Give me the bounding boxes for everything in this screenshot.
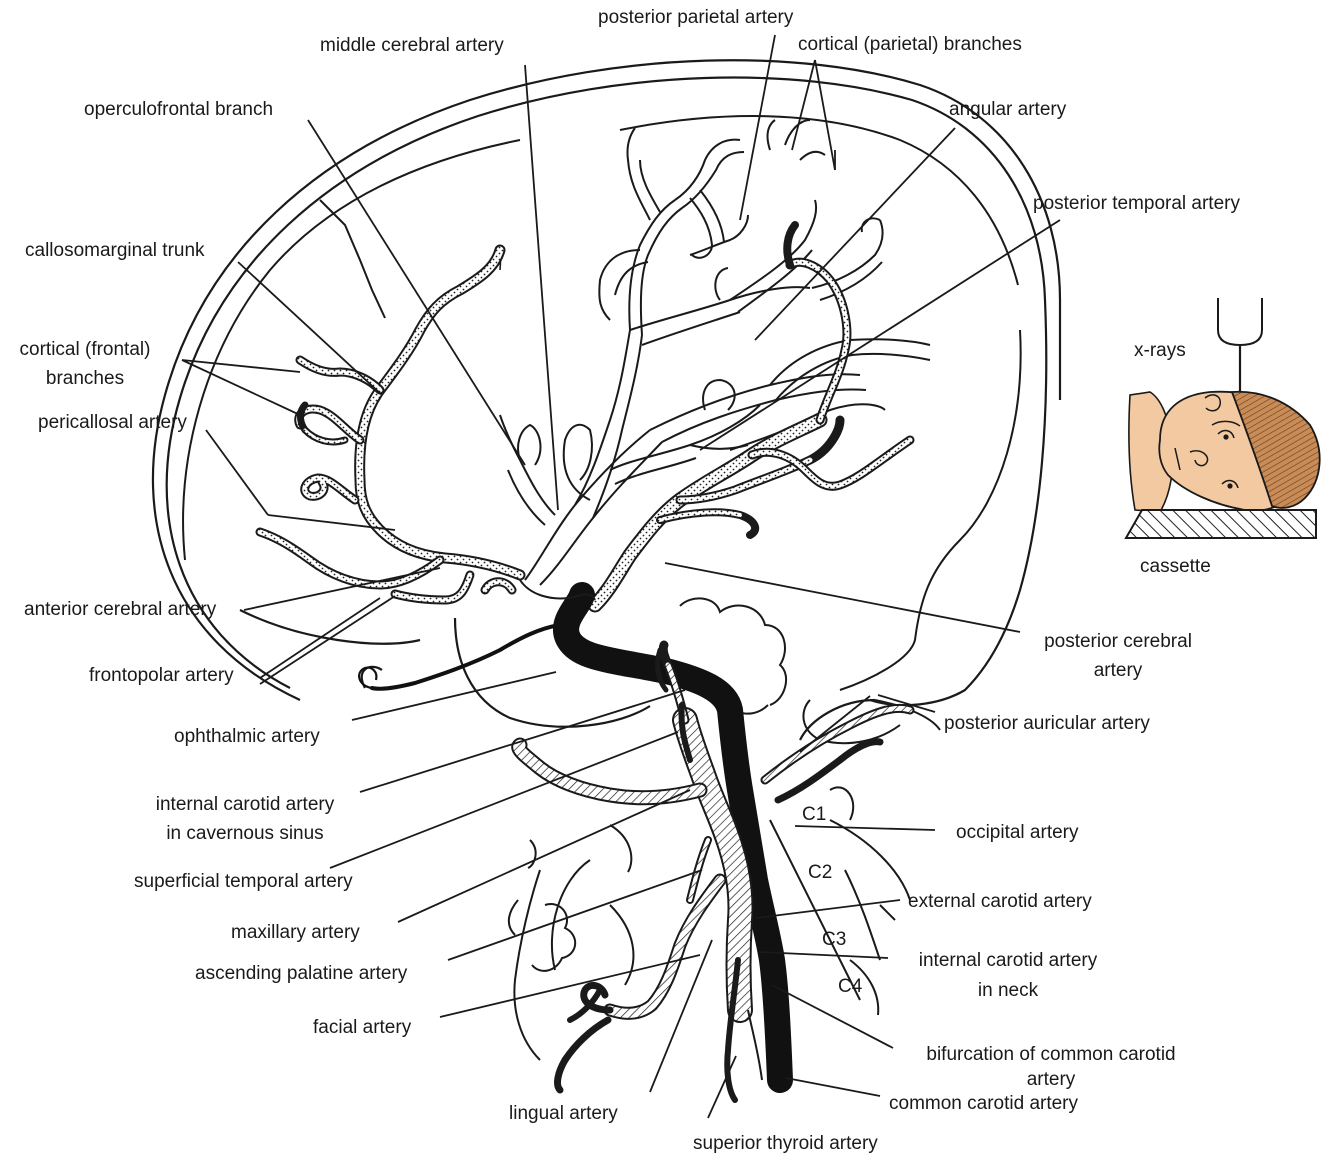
label-cortical-frontal-line2: branches	[6, 366, 164, 391]
cassette-plate	[1126, 510, 1316, 538]
label-pericallosal-artery: pericallosal artery	[38, 410, 187, 435]
label-internal-carotid-cavernous-line1: internal carotid artery	[133, 792, 357, 817]
label-ophthalmic-artery: ophthalmic artery	[174, 724, 320, 749]
label-angular-artery: angular artery	[949, 97, 1066, 122]
label-facial-artery: facial artery	[313, 1015, 411, 1040]
label-cassette: cassette	[1140, 554, 1211, 579]
vertebra-c1-label: C1	[802, 804, 826, 825]
label-lingual-artery: lingual artery	[509, 1101, 618, 1126]
label-bifurcation-line1: bifurcation of common carotid	[900, 1042, 1202, 1067]
vertebra-c3-label: C3	[822, 929, 846, 950]
label-ascending-palatine-artery: ascending palatine artery	[195, 961, 407, 986]
label-maxillary-artery: maxillary artery	[231, 920, 360, 945]
patient-ear	[1205, 395, 1220, 411]
label-internal-carotid-cavernous-line2: in cavernous sinus	[133, 821, 357, 846]
label-frontopolar-artery: frontopolar artery	[89, 663, 234, 688]
label-internal-carotid-neck-line1: internal carotid artery	[896, 948, 1120, 973]
xray-setup-inset	[1126, 298, 1320, 538]
label-bifurcation-line2: artery	[900, 1067, 1202, 1092]
label-posterior-cerebral-line2: artery	[1022, 658, 1214, 683]
label-superficial-temporal-artery: superficial temporal artery	[134, 869, 353, 894]
vertebra-c4-label: C4	[838, 976, 863, 997]
label-external-carotid-artery: external carotid artery	[908, 889, 1092, 914]
carotid-bifurcation-seam	[748, 1010, 762, 1080]
xray-tube-icon	[1218, 298, 1262, 345]
label-common-carotid-artery: common carotid artery	[889, 1091, 1078, 1116]
label-cortical-frontal-line1: cortical (frontal)	[6, 337, 164, 362]
label-superior-thyroid-artery: superior thyroid artery	[693, 1131, 878, 1156]
label-anterior-cerebral-artery: anterior cerebral artery	[24, 597, 216, 622]
label-posterior-parietal-artery: posterior parietal artery	[598, 5, 793, 30]
label-callosomarginal-trunk: callosomarginal trunk	[25, 238, 205, 263]
patient-eye-lower-pupil	[1227, 483, 1232, 488]
label-operculofrontal-branch: operculofrontal branch	[84, 97, 273, 122]
pericallosal-dotted-vessels	[260, 250, 520, 600]
patient-eye-upper-pupil	[1223, 434, 1228, 439]
label-cortical-parietal-branches: cortical (parietal) branches	[798, 32, 1022, 57]
label-posterior-temporal-artery: posterior temporal artery	[1033, 191, 1240, 216]
label-posterior-auricular-artery: posterior auricular artery	[944, 711, 1150, 736]
label-posterior-cerebral-line1: posterior cerebral	[1022, 629, 1214, 654]
label-occipital-artery: occipital artery	[956, 820, 1079, 845]
external-carotid-artery-tree	[519, 645, 910, 1100]
label-internal-carotid-neck-line2: in neck	[896, 978, 1120, 1003]
label-middle-cerebral-artery: middle cerebral artery	[320, 33, 504, 58]
vertebra-c2-label: C2	[808, 862, 832, 883]
label-x-rays: x-rays	[1134, 338, 1186, 363]
